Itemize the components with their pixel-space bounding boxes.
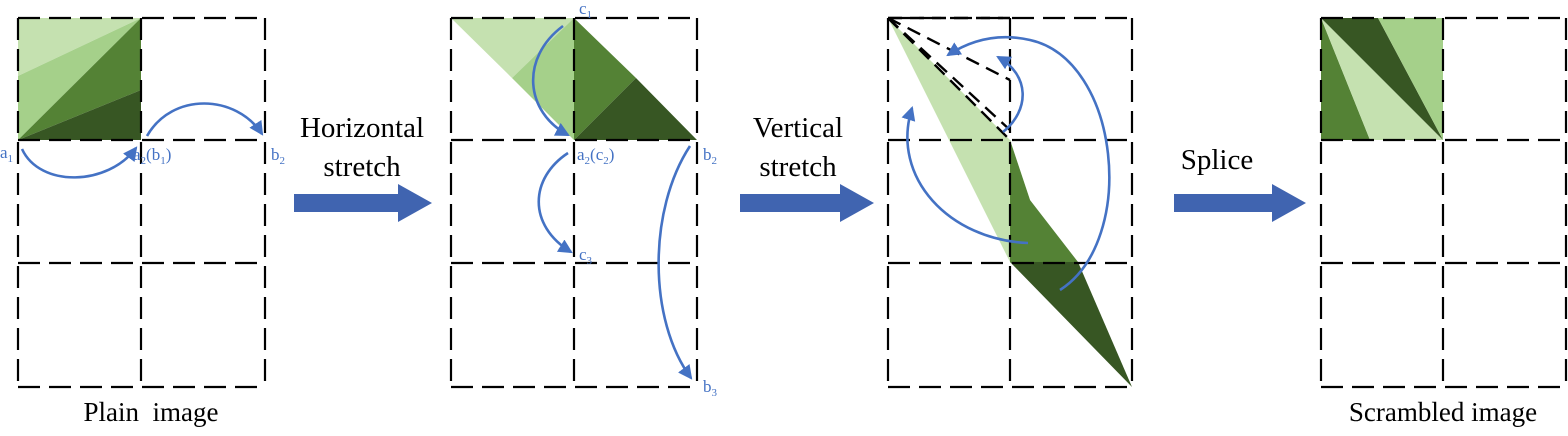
curved-arrow-c1-to-c2 [531,24,570,137]
point-b2-base: b [271,145,280,164]
point-label-c1: c1 [579,0,592,21]
point-label-a2-b1: a2(b1) [133,145,171,167]
point-a1-base: a [0,143,8,162]
stretched-triangle-dark [574,78,697,140]
point-a2-sub: 2 [585,155,591,167]
curved-arrow-rotate-inner [901,105,1029,245]
point-b1-open: (b [146,145,160,164]
panel-plain-image: a1 a2(b1) b2 Plain image [0,16,285,427]
point-b2-base: b [703,145,712,164]
grid-3x3 [886,16,1134,389]
step-label-splice: Splice [1181,144,1254,176]
panel-scrambled-image: Scrambled image [1319,16,1568,427]
step-label-vertical-line1: Vertical [753,112,843,144]
point-a2-base: a [133,145,141,164]
curved-arrow-rotate-outer [946,35,1111,292]
scrambled-triangle-dark [1321,18,1443,140]
curved-arrow-b2-to-b3 [657,145,693,380]
point-b3-base: b [703,377,712,396]
fold-line-2 [887,17,1011,131]
stretched-triangle-lightest [451,18,574,78]
panel-vertical-stretch [886,16,1134,389]
curved-arrow-rotate-short [996,55,1024,134]
step-vertical-stretch: Vertical stretch [740,112,874,222]
sheared-triangle-mid [1010,140,1078,262]
stretched-triangle-mid [574,18,636,140]
grid-3x3 [449,16,699,389]
plain-image-block [18,18,141,140]
point-b1-sub: 1 [160,155,166,167]
point-a1-sub: 1 [8,153,14,165]
point-c1-sub: 1 [587,9,593,21]
sheared-triangle-lightest [888,18,1010,262]
sheared-block [888,18,1132,387]
point-a2-base: a [577,145,585,164]
big-arrow-vertical-stretch [740,184,874,222]
point-label-a1: a1 [0,143,13,165]
point-c1-base: c [579,0,587,18]
grid-3x3 [1319,16,1568,389]
point-c2-sub: 2 [603,155,609,167]
stretched-triangle-light [512,18,574,140]
panel-horizontal-stretch: c1 a2(c2) b2 c3 b3 [449,0,718,399]
point-b3-sub: 3 [712,387,718,399]
scrambled-block [1321,18,1443,140]
curved-arrow-c2-to-c3 [537,151,573,254]
point-label-a2-c2: a2(c2) [577,145,614,167]
big-arrow-splice [1174,184,1306,222]
step-label-horizontal-line2: stretch [323,151,401,183]
point-a2-sub: 2 [141,155,147,167]
caption-scrambled-image: Scrambled image [1349,397,1537,427]
point-b2-sub: 2 [280,155,286,167]
point-c2-close: ) [609,145,615,164]
point-c3-base: c [579,245,587,264]
curved-arrow-a1-to-a2 [20,146,138,179]
point-label-b3: b3 [703,377,718,399]
step-label-horizontal-line1: Horizontal [300,112,424,144]
curved-arrow-b1-to-b2 [145,102,264,137]
grid-3x3 [16,16,267,389]
scrambled-triangle-light [1378,18,1443,140]
point-c3-sub: 3 [587,255,593,267]
big-arrow-horizontal-stretch [294,184,432,222]
point-b1-close: ) [166,145,172,164]
point-c2-open: (c [590,145,604,164]
caption-plain-image: Plain image [84,397,219,427]
fold-line-1 [887,17,1011,141]
block-triangle-mid [18,18,141,140]
block-triangle-dark [18,90,141,140]
sheared-triangle-dark [1010,262,1132,387]
stretched-block [451,18,697,140]
step-splice: Splice [1174,144,1306,222]
point-label-c3: c3 [579,245,593,267]
point-b2-sub: 2 [712,155,718,167]
point-label-b2-plain: b2 [271,145,285,167]
step-label-vertical-line2: stretch [759,151,837,183]
step-horizontal-stretch: Horizontal stretch [294,112,432,222]
point-label-b2-stretched: b2 [703,145,717,167]
